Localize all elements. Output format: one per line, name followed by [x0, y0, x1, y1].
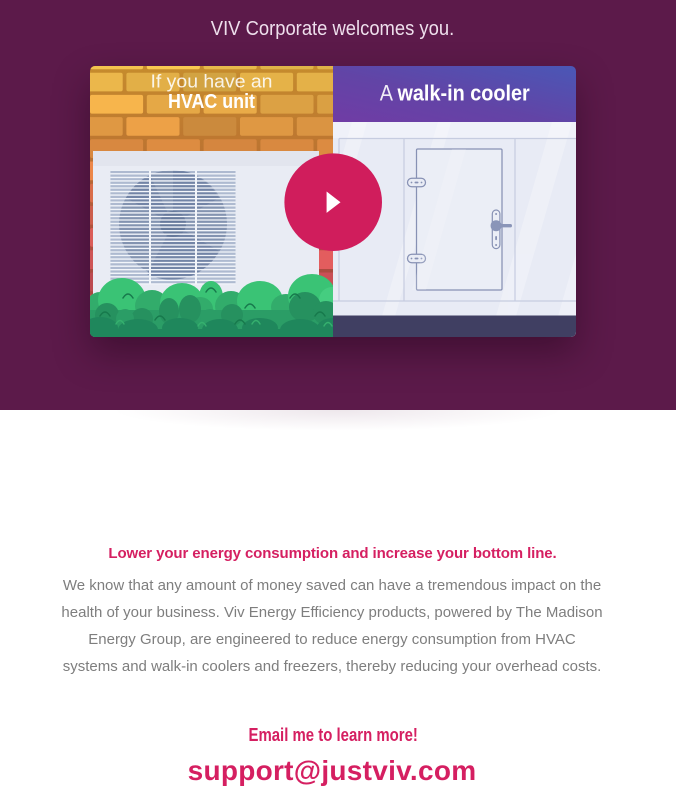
svg-text:A walk-in cooler: A walk-in cooler [380, 81, 530, 106]
svg-text:If you have an: If you have an [151, 71, 273, 92]
svg-text:HVAC unit: HVAC unit [168, 91, 255, 113]
